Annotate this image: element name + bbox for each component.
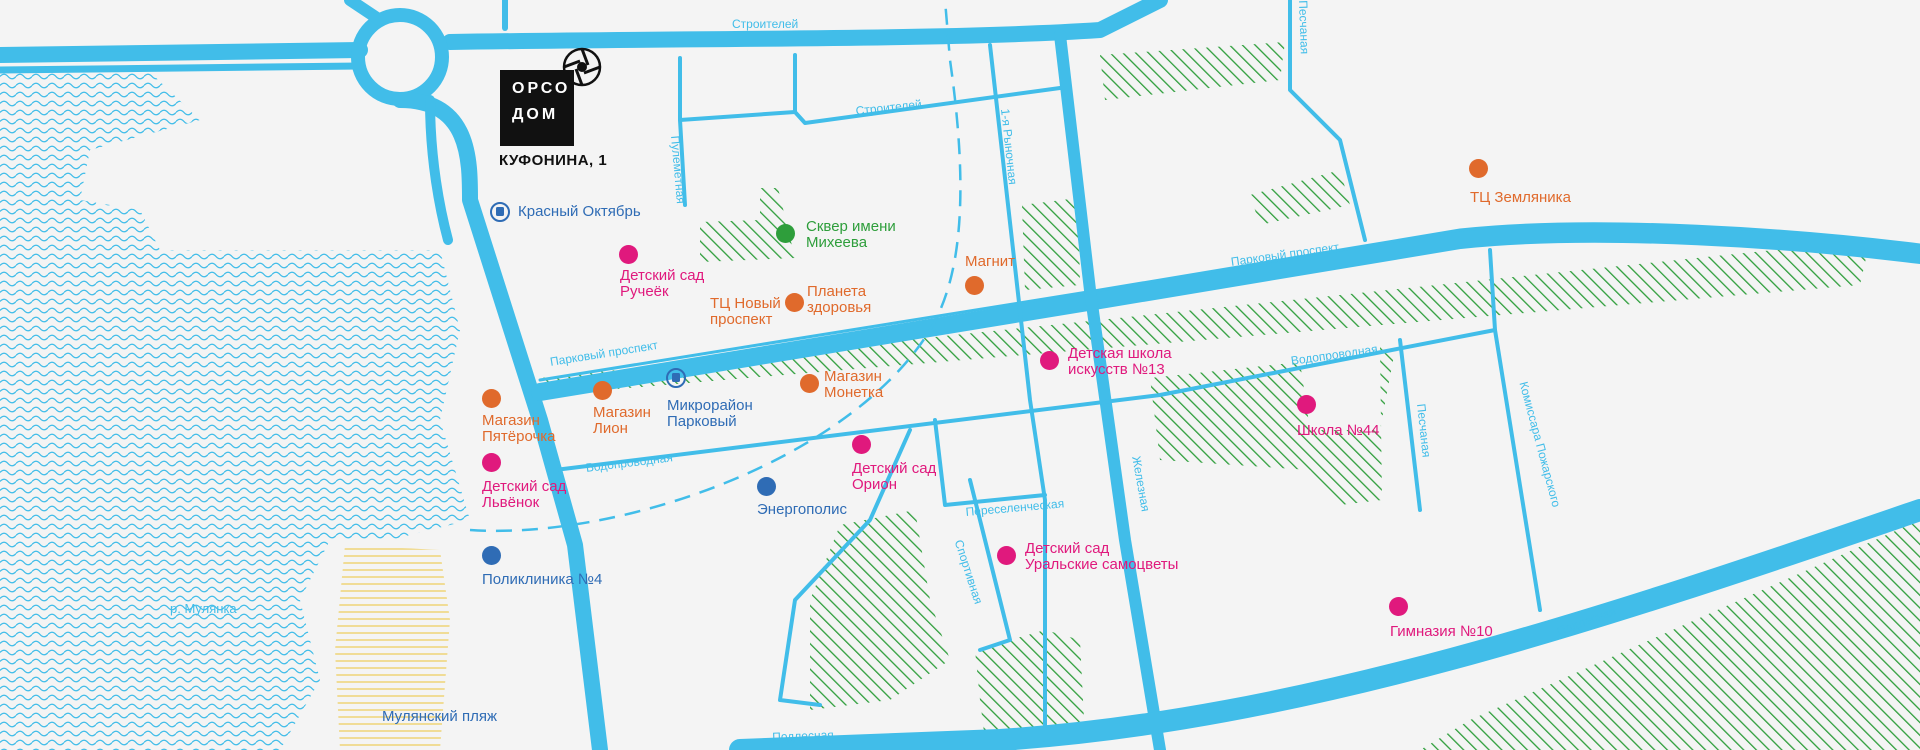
place-label[interactable]: ТЦ Новый проспект	[710, 295, 781, 328]
place-dot[interactable]	[852, 435, 871, 454]
place-dot[interactable]	[776, 224, 795, 243]
place-dot[interactable]	[1297, 395, 1316, 414]
park-area	[540, 240, 1870, 395]
logo-line-2: ДОМ	[512, 106, 559, 123]
park-area	[810, 510, 950, 710]
place-dot[interactable]	[593, 381, 612, 400]
bus-stop-mikroraion-parkovy[interactable]: Микрорайон Парковый	[667, 397, 753, 430]
bus-stop-krasny-oktyabr[interactable]: Красный Октябрь	[518, 203, 641, 220]
place-dot[interactable]	[619, 245, 638, 264]
bus-icon[interactable]	[490, 202, 510, 222]
place-label[interactable]: Поликлиника №4	[482, 571, 603, 588]
street-label: Песчаная	[1296, 0, 1312, 55]
place-label[interactable]: Магнит	[965, 253, 1016, 270]
place-label[interactable]: Детский сад Уральские самоцветы	[1025, 540, 1179, 573]
place-dot[interactable]	[482, 389, 501, 408]
park-area	[1250, 170, 1350, 225]
river-label: р. Мулянка	[170, 601, 237, 616]
place-dot[interactable]	[800, 374, 819, 393]
river-area	[0, 70, 470, 750]
place-label[interactable]: Сквер имени Михеева	[806, 218, 896, 251]
place-label[interactable]: Планета здоровья	[807, 283, 872, 316]
place-dot[interactable]	[965, 276, 984, 295]
park-area	[1022, 198, 1080, 290]
place-label[interactable]: Детская школа искусств №13	[1068, 345, 1172, 378]
park-area	[1420, 520, 1920, 750]
address-label: КУФОНИНА, 1	[499, 152, 608, 169]
street-label: Подлесная	[772, 727, 834, 744]
park-area	[1100, 42, 1285, 100]
place-label[interactable]: Магазин Пятёрочка	[482, 412, 556, 445]
brand-logo[interactable]: ОРСО ДОМ	[500, 70, 574, 146]
place-label[interactable]: Магазин Лион	[593, 404, 651, 437]
place-dot[interactable]	[1389, 597, 1408, 616]
place-label[interactable]: Гимназия №10	[1390, 623, 1493, 640]
place-label[interactable]: Магазин Монетка	[824, 368, 884, 401]
place-dot[interactable]	[1469, 159, 1488, 178]
place-label[interactable]: Детский сад Ручеёк	[620, 267, 705, 300]
place-dot[interactable]	[997, 546, 1016, 565]
place-label[interactable]: Мулянский пляж	[382, 708, 498, 725]
street-label: Строителей	[732, 17, 799, 31]
place-dot[interactable]	[785, 293, 804, 312]
place-dot[interactable]	[1040, 351, 1059, 370]
place-label[interactable]: ТЦ Земляника	[1470, 189, 1571, 206]
place-label[interactable]: Школа №44	[1297, 422, 1380, 439]
place-dot[interactable]	[482, 453, 501, 472]
place-label[interactable]: Детский сад Львёнок	[482, 478, 567, 511]
place-label[interactable]: Детский сад Орион	[852, 460, 937, 493]
shutter-icon	[562, 47, 602, 87]
logo-line-1: ОРСО	[512, 80, 571, 97]
beach-area	[335, 545, 450, 750]
park-area	[700, 188, 795, 262]
bus-icon[interactable]	[666, 368, 686, 388]
place-dot[interactable]	[757, 477, 776, 496]
place-dot[interactable]	[482, 546, 501, 565]
place-label[interactable]: Энергополис	[757, 501, 847, 518]
park-area	[975, 630, 1085, 740]
